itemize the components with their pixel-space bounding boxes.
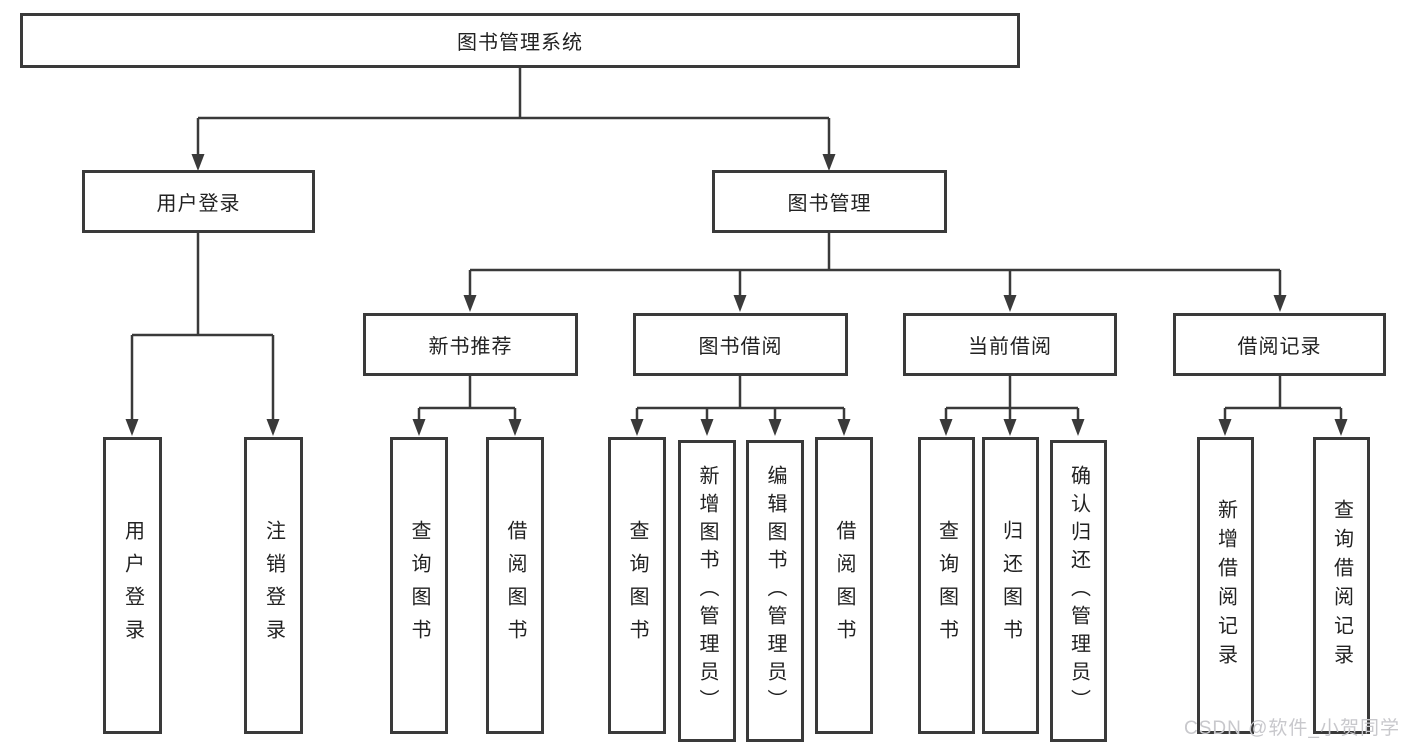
group-current-borrow: 当前借阅 <box>903 313 1117 376</box>
leaf-query-books-current: 查询图书 <box>918 437 975 734</box>
leaf-borrow-books: 借阅图书 <box>815 437 873 734</box>
group-book-borrow: 图书借阅 <box>633 313 848 376</box>
leaf-add-book-admin: 新增图书（管理员） <box>678 440 736 742</box>
arrowheads <box>125 154 1348 436</box>
leaf-add-borrow-record: 新增借阅记录 <box>1197 437 1254 734</box>
group-borrow-record: 借阅记录 <box>1173 313 1386 376</box>
leaf-edit-book-admin: 编辑图书（管理员） <box>746 440 804 742</box>
leaf-query-borrow-record: 查询借阅记录 <box>1313 437 1370 734</box>
leaf-query-books-recommend: 查询图书 <box>390 437 448 734</box>
leaf-user-login: 用户登录 <box>103 437 162 734</box>
branch-book-management: 图书管理 <box>712 170 947 233</box>
leaf-return-book: 归还图书 <box>982 437 1039 734</box>
leaf-confirm-return-admin: 确认归还（管理员） <box>1050 440 1107 742</box>
leaf-logout: 注销登录 <box>244 437 303 734</box>
leaf-query-books-borrow: 查询图书 <box>608 437 666 734</box>
branch-user-login: 用户登录 <box>82 170 315 233</box>
group-new-book-recommend: 新书推荐 <box>363 313 578 376</box>
root-node: 图书管理系统 <box>20 13 1020 68</box>
leaf-borrow-books-recommend: 借阅图书 <box>486 437 544 734</box>
